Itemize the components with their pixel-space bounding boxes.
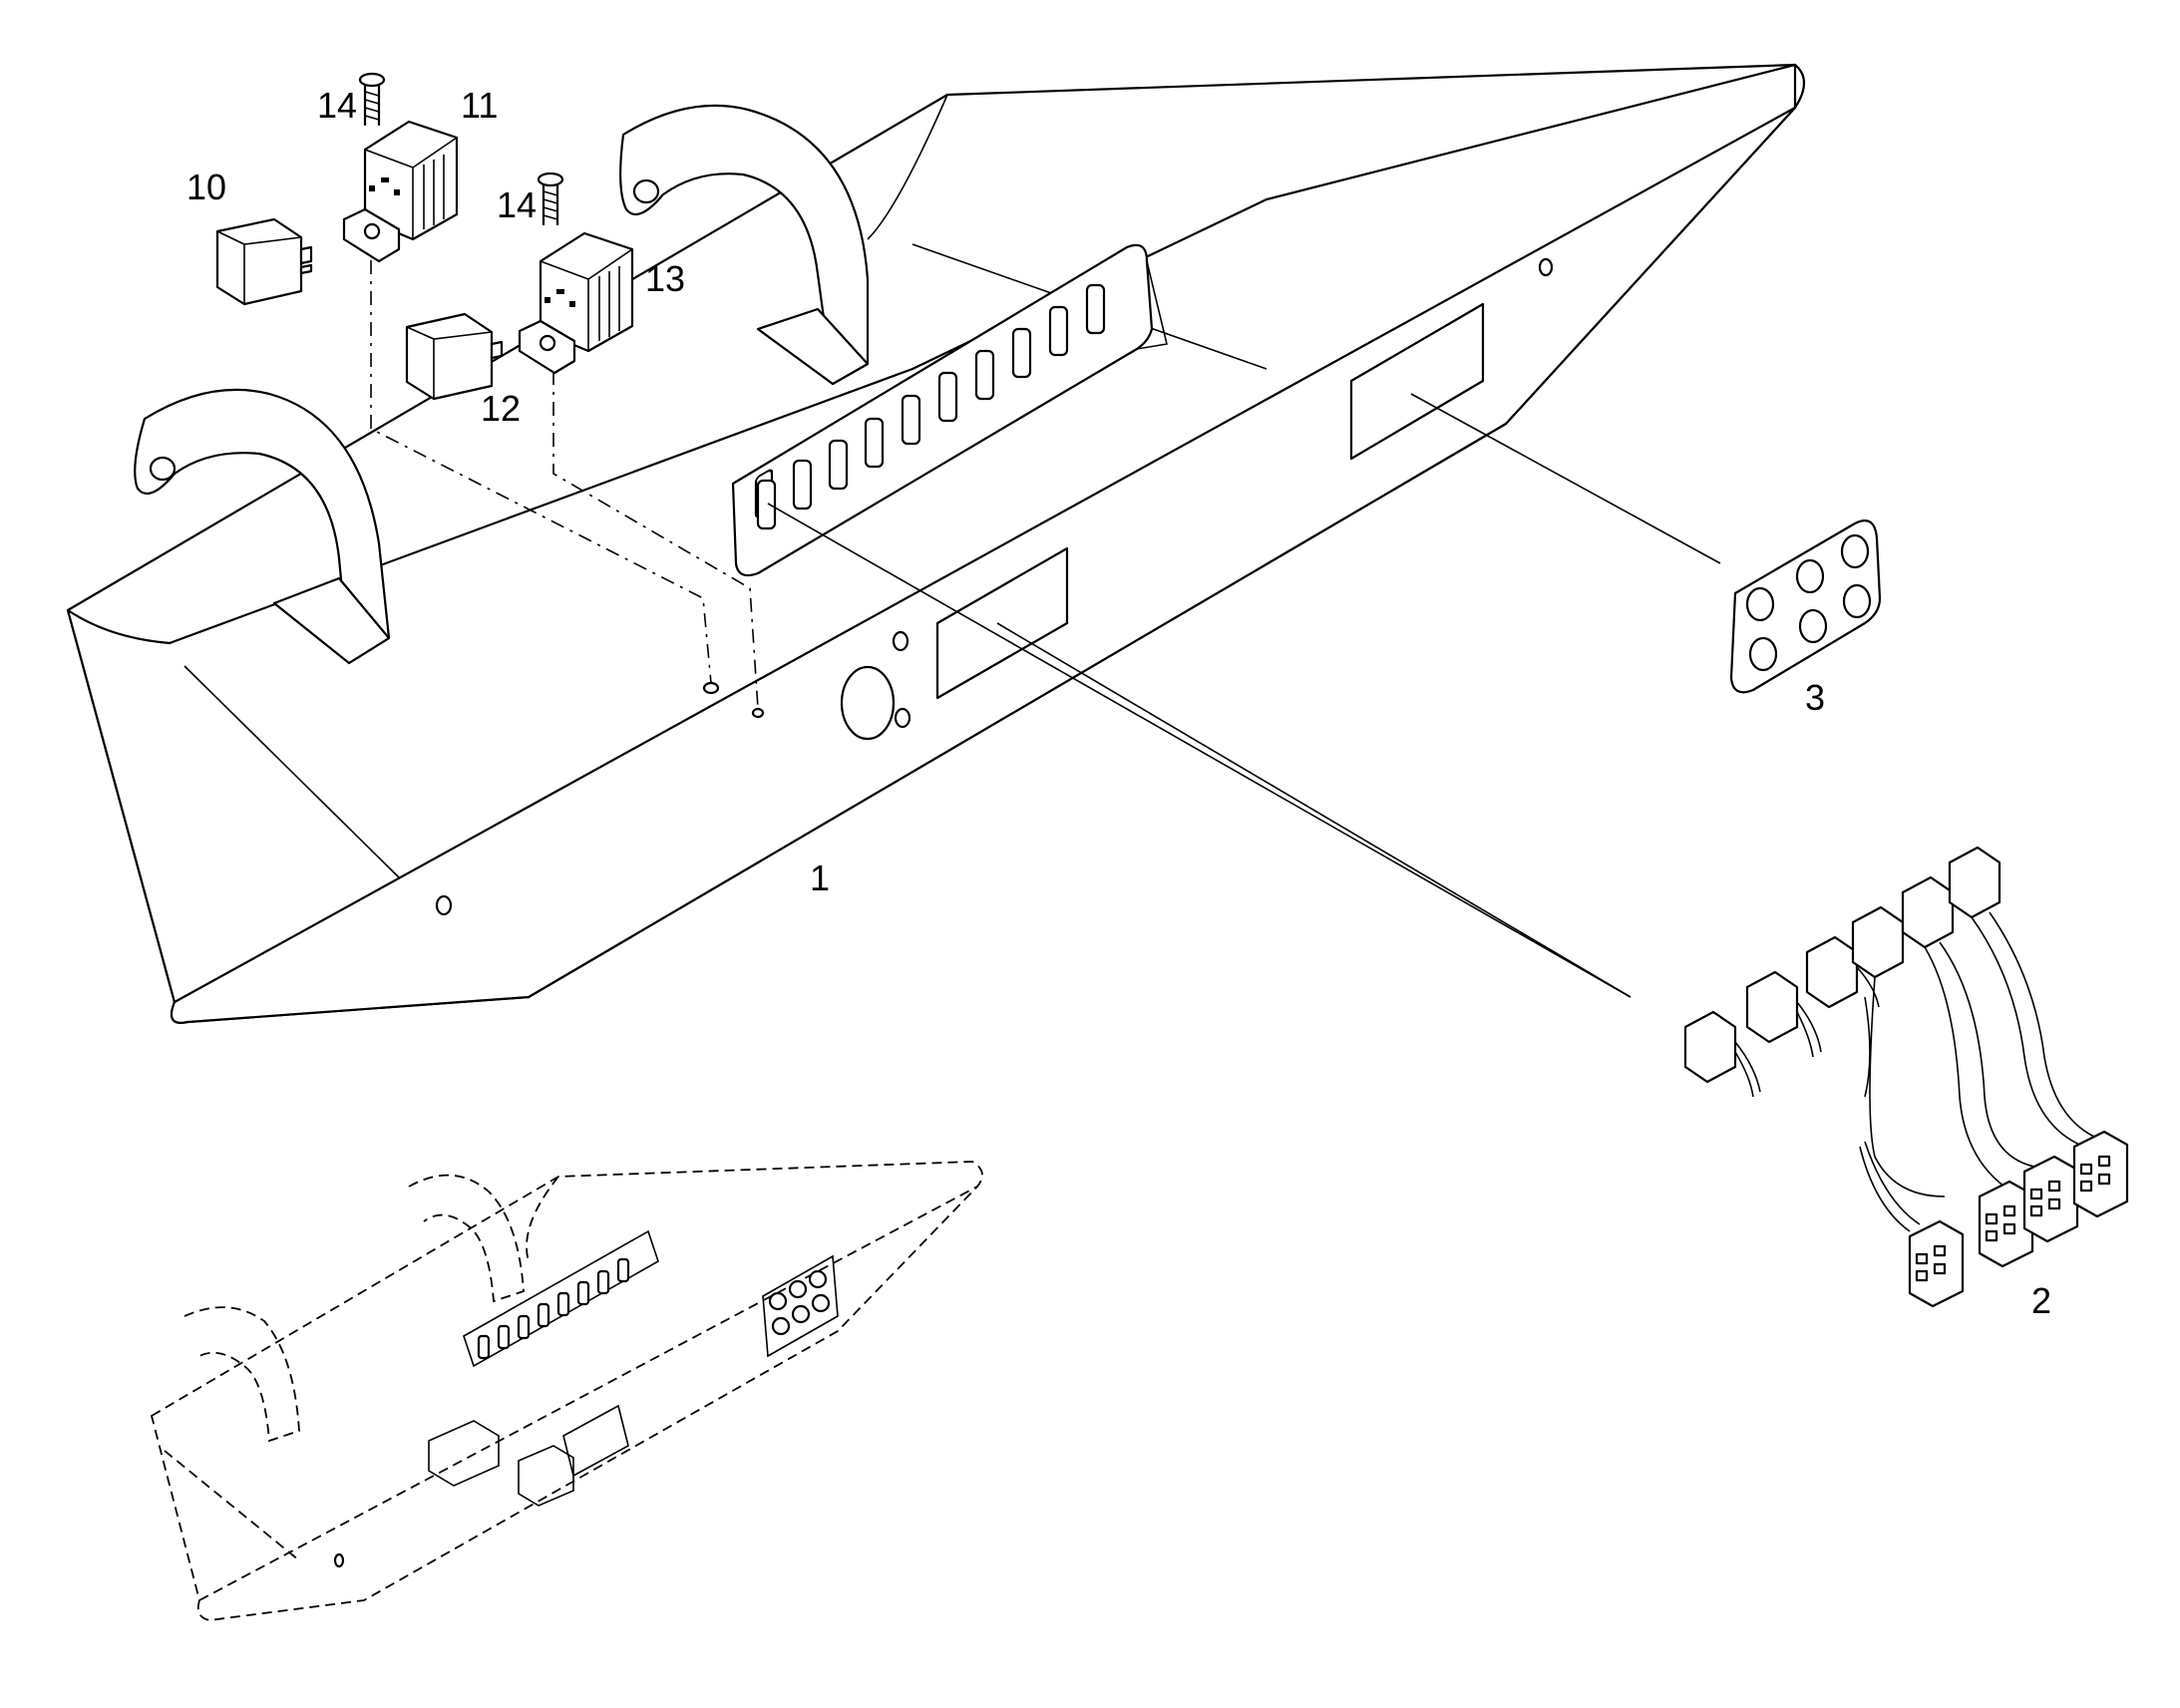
callout-1: 1 [810, 857, 830, 898]
grommet-plate-3 [1729, 519, 1882, 694]
callout-14-b: 14 [497, 184, 537, 225]
connector-6 [1948, 846, 2095, 1148]
callout-14-a: 14 [317, 85, 357, 126]
leader-lines [370, 229, 1721, 998]
wiring-harness-2 [1683, 846, 2129, 1308]
connector-1 [1683, 1010, 1761, 1098]
callout-10: 10 [186, 167, 226, 207]
switch-slot-row [756, 283, 1106, 530]
callout-labels: 1 2 3 10 11 12 13 14 14 [186, 85, 2051, 1321]
dashboard-panel [66, 63, 1806, 1024]
screw-14-b [537, 171, 564, 226]
relay-12 [405, 312, 504, 401]
callout-3: 3 [1805, 677, 1825, 718]
plug-3 [2022, 1155, 2079, 1243]
callout-11: 11 [461, 85, 498, 126]
left-handle-bracket [134, 388, 391, 665]
connector-2 [1745, 970, 1822, 1058]
relay-socket-11 [342, 120, 459, 263]
overview-locator-view [150, 1161, 983, 1621]
rear-handle-bracket [619, 104, 870, 386]
plug-2 [1978, 1180, 2034, 1268]
relay-10 [215, 217, 313, 306]
callout-12: 12 [481, 388, 521, 429]
callout-13: 13 [645, 258, 685, 299]
screw-14-a [358, 72, 386, 127]
relay-socket-13 [518, 231, 634, 375]
connector-5 [1901, 875, 2035, 1188]
connector-4 [1851, 905, 1946, 1197]
plug-4 [2072, 1130, 2129, 1218]
callout-2: 2 [2031, 1280, 2051, 1321]
connector-3 [1805, 935, 1880, 1009]
plug-1 [1908, 1219, 1965, 1308]
